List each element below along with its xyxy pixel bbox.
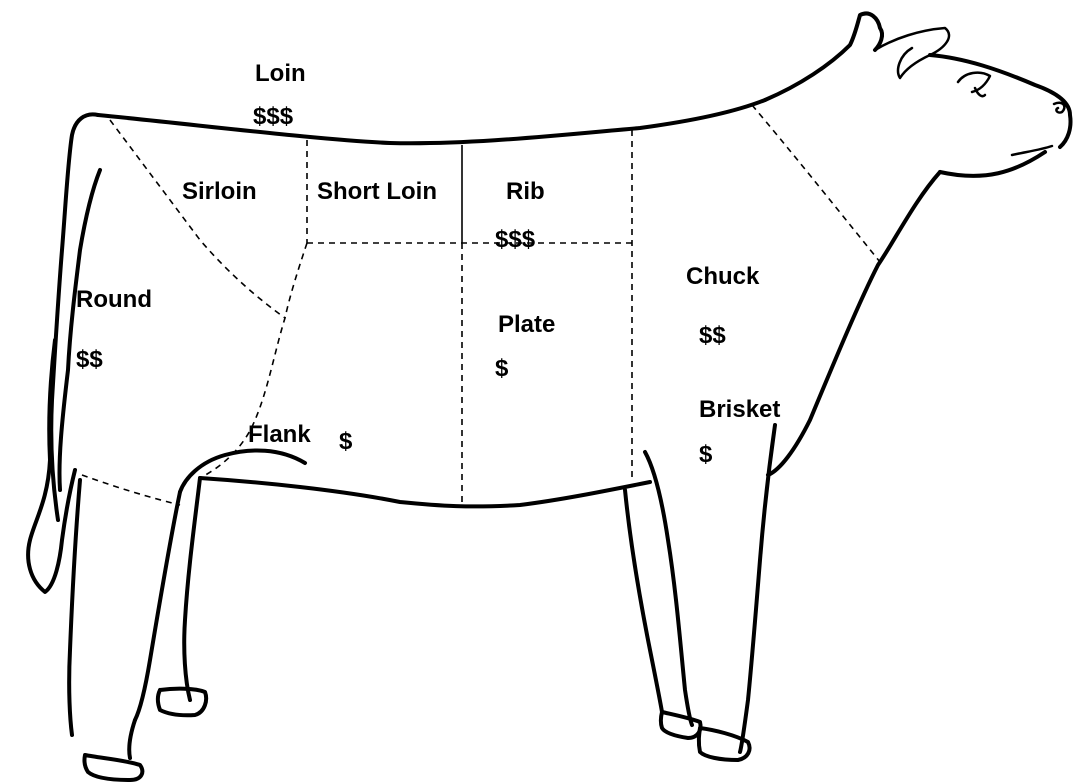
cow-hind-leg-near: [135, 492, 180, 720]
loin-price: $$$: [253, 105, 293, 129]
cow-rear-leg: [69, 480, 80, 735]
flank-price: $: [339, 430, 352, 454]
cow-neck-outline: [765, 13, 882, 100]
flank-label: Flank: [248, 423, 311, 447]
cow-eye-icon: [958, 73, 990, 97]
cow-face-outline: [930, 55, 1071, 147]
rib-label: Rib: [506, 180, 545, 204]
round-price: $$: [76, 348, 103, 372]
chuck-label: Chuck: [686, 265, 759, 289]
cow-jaw-outline: [940, 152, 1045, 176]
cow-back-outline: [98, 100, 765, 143]
cow-rear-hoof: [84, 755, 142, 780]
cow-belly-outline: [200, 478, 650, 506]
short-loin-label: Short Loin: [317, 180, 437, 204]
cow-nostril-icon: [1054, 103, 1064, 113]
chuck-price: $$: [699, 324, 726, 348]
cow-front-leg-back: [625, 490, 662, 712]
loin-label: Loin: [255, 62, 306, 86]
cow-ear-outline: [875, 28, 949, 78]
plate-label: Plate: [498, 313, 555, 337]
brisket-label: Brisket: [699, 398, 780, 422]
cow-front-leg-right: [740, 425, 775, 752]
rib-price: $$$: [495, 228, 535, 252]
cow-throat-outline: [768, 172, 940, 475]
cut-line-round-flank: [82, 475, 180, 505]
brisket-price: $: [699, 443, 712, 467]
round-label: Round: [76, 288, 152, 312]
cow-front-hoof-left: [661, 712, 701, 738]
cow-front-leg-left: [645, 452, 692, 725]
plate-price: $: [495, 357, 508, 381]
cut-line-chuck-neck: [752, 105, 880, 262]
cow-hind-hoof-near: [158, 689, 206, 716]
cow-rear-leg-back: [129, 720, 135, 758]
cow-hind-leg-near-back: [184, 478, 200, 700]
sirloin-label: Sirloin: [182, 180, 257, 204]
